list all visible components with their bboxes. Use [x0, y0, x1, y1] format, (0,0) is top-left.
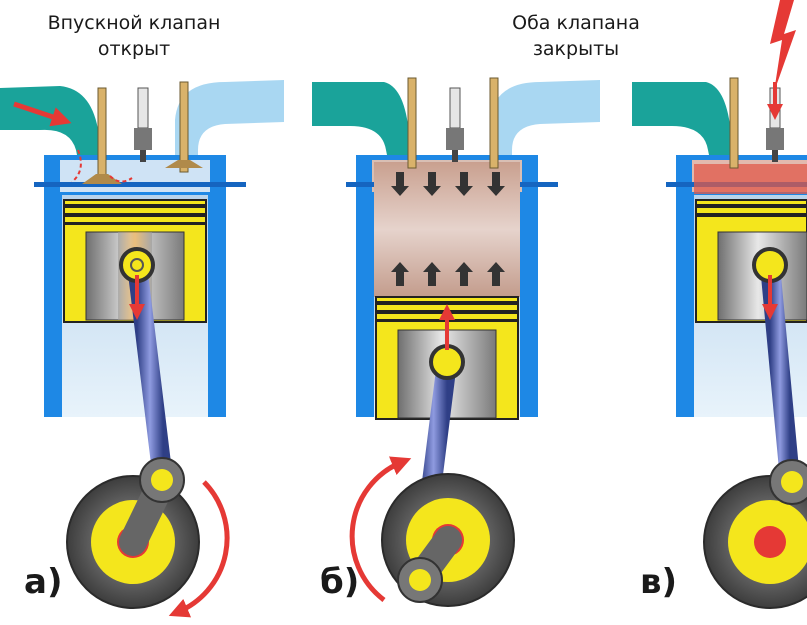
wrist-pin: [429, 344, 465, 380]
panel-c-ignition: [632, 0, 807, 609]
intake-port: [632, 82, 732, 160]
intake-valve-stem: [97, 87, 107, 179]
rotation-arrow: [349, 456, 412, 602]
piston: [695, 199, 807, 323]
cylinder-wall-left: [44, 195, 62, 417]
exhaust-port: [490, 80, 600, 160]
caption-both-closed-line1: Оба клапана: [512, 12, 640, 34]
panel-a-intake: [0, 80, 284, 618]
intake-valve-stem: [729, 77, 739, 169]
caption-intake-open: Впускной клапан открыт: [24, 10, 244, 62]
cylinder-wall-right: [208, 195, 226, 417]
spark-plug: [134, 87, 152, 162]
intake-port: [312, 82, 410, 160]
panel-label-a: а): [24, 562, 63, 602]
panel-label-b: б): [320, 562, 360, 602]
spark-plug: [446, 87, 464, 162]
connecting-rod: [127, 255, 173, 490]
rotation-arrow: [168, 480, 230, 618]
caption-intake-open-line2: открыт: [97, 38, 171, 60]
intake-flow-arrow: [13, 101, 72, 127]
combustion-chamber: [694, 164, 807, 194]
exhaust-valve-stem: [179, 81, 189, 173]
caption-both-closed-line2: закрыты: [532, 38, 620, 60]
spark-bolt-icon: [770, 0, 796, 92]
panel-label-c: в): [640, 562, 678, 602]
connecting-rod: [760, 255, 800, 490]
exhaust-port: [175, 80, 284, 160]
intake-port: [0, 86, 100, 160]
caption-both-closed: Оба клапана закрыты: [486, 10, 666, 62]
exhaust-valve-stem: [489, 77, 499, 169]
cylinder-wall-left: [676, 195, 694, 417]
cylinder-wall-right: [520, 195, 538, 417]
intake-valve-head: [82, 174, 122, 184]
panel-b-compression: [312, 77, 600, 607]
cylinder-wall-left: [356, 195, 374, 417]
intake-valve-stem: [407, 77, 417, 169]
compression-arrows: [391, 172, 505, 286]
caption-intake-open-line1: Впускной клапан: [47, 12, 221, 34]
